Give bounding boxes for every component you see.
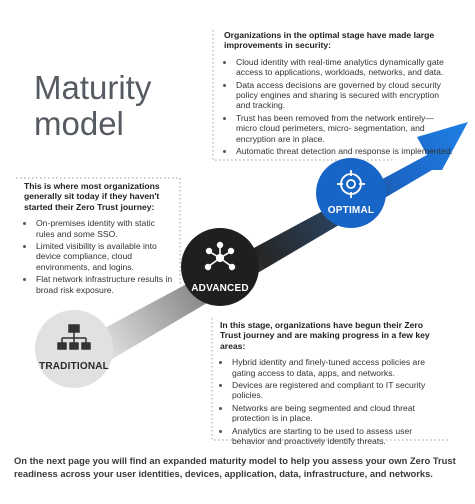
advanced-description: In this stage, organizations have begun …: [220, 320, 445, 448]
advanced-list: Hybrid identity and finely-tuned access …: [220, 357, 445, 446]
traditional-label: TRADITIONAL: [39, 361, 109, 372]
advanced-heading: In this stage, organizations have begun …: [220, 320, 430, 351]
list-item: Cloud identity with real-time analytics …: [235, 57, 454, 78]
advanced-circle: [181, 228, 259, 306]
traditional-description: This is where most organizations general…: [24, 181, 174, 297]
target-crosshair-icon: [337, 170, 365, 198]
list-item: On-premises identity with static rules a…: [35, 218, 174, 239]
list-item: Trust has been removed from the network …: [235, 113, 454, 144]
optimal-description: Organizations in the optimal stage have …: [224, 30, 454, 158]
traditional-heading: This is where most organizations general…: [24, 181, 160, 212]
optimal-heading: Organizations in the optimal stage have …: [224, 30, 435, 51]
list-item: Flat network infrastructure results in b…: [35, 274, 174, 295]
traditional-box-border: [16, 177, 181, 286]
list-item: Analytics are starting to be used to ass…: [231, 426, 445, 447]
list-item: Data access decisions are governed by cl…: [235, 80, 454, 111]
page-title: Maturity model: [34, 69, 152, 142]
optimal-list: Cloud identity with real-time analytics …: [224, 57, 454, 157]
list-item: Limited visibility is available into dev…: [35, 241, 174, 272]
list-item: Devices are registered and compliant to …: [231, 380, 445, 401]
list-item: Automatic threat detection and response …: [235, 146, 454, 156]
list-item: Hybrid identity and finely-tuned access …: [231, 357, 445, 378]
progress-arrow: [88, 122, 468, 365]
network-hub-icon: [204, 241, 236, 271]
list-item: Networks are being segmented and cloud t…: [231, 403, 445, 424]
hierarchy-icon: [57, 324, 91, 350]
footer-text: On the next page you will find an expand…: [14, 455, 456, 479]
optimal-label: OPTIMAL: [327, 205, 375, 216]
advanced-label: ADVANCED: [191, 283, 249, 294]
traditional-list: On-premises identity with static rules a…: [24, 218, 174, 295]
advanced-box-border: [211, 318, 448, 441]
